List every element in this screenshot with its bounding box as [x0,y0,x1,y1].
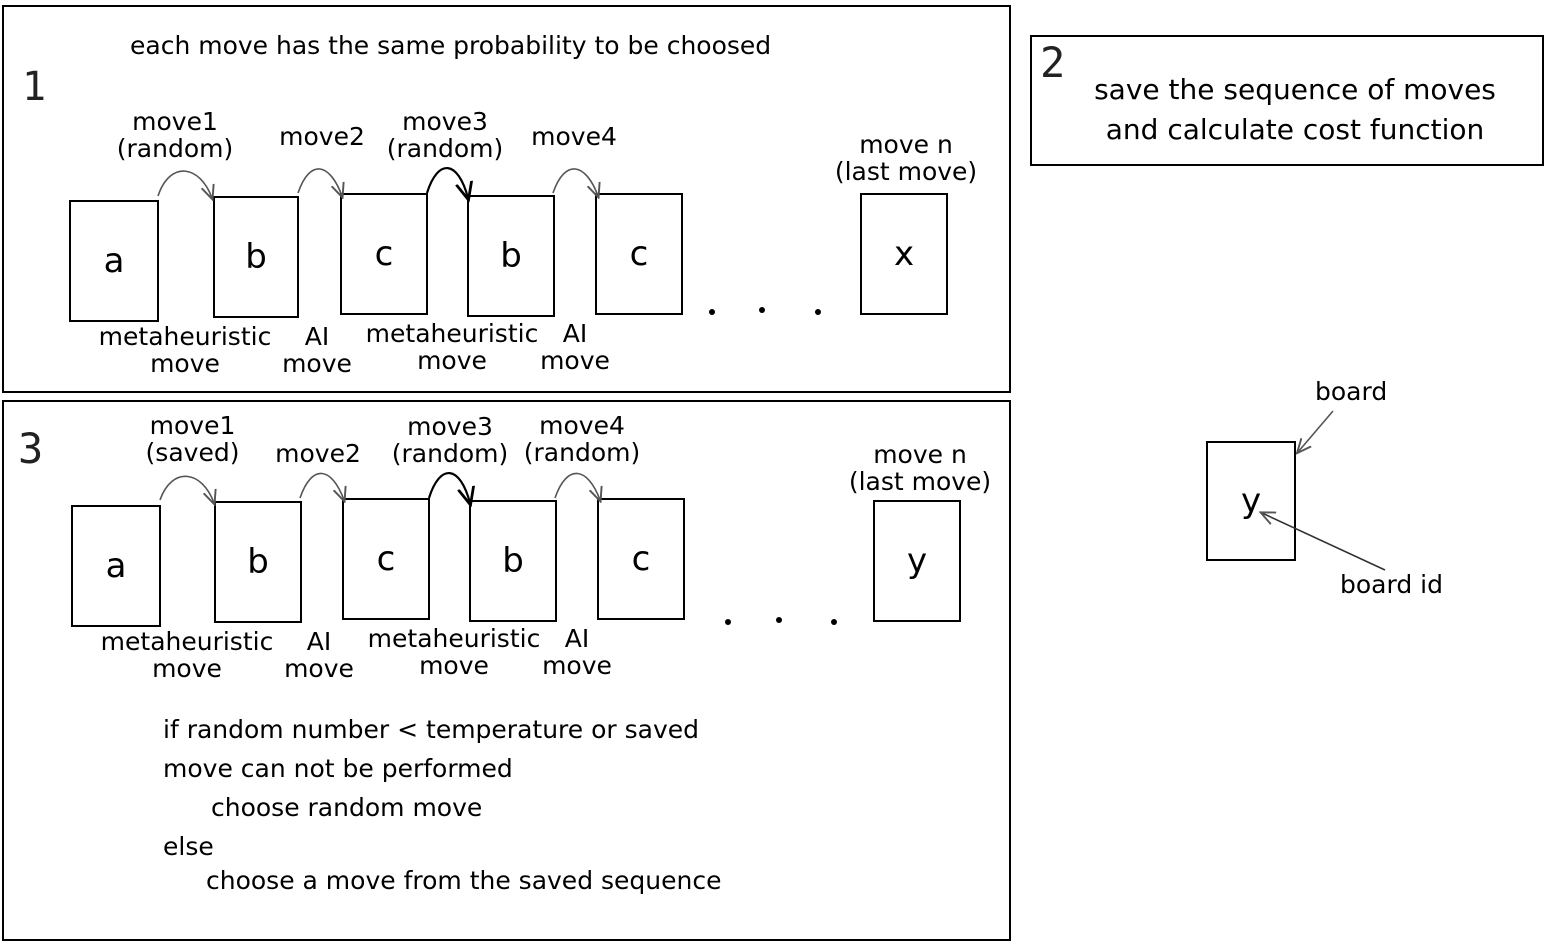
move-type-line1: AI [564,624,590,653]
move-label: move2 [258,440,378,467]
move-label: move3 (random) [375,108,515,162]
ellipsis-dot [759,307,765,313]
move-type-line1: AI [304,322,330,351]
pseudocode-line: move can not be performed [163,754,513,783]
move-type-label: metaheuristic move [92,628,282,682]
move-label-line1: move1 [149,411,236,440]
move-label-line1: move3 [407,412,493,441]
move-arrow [159,475,214,503]
legend-board-id-label: board id [1340,570,1443,599]
move-type-label: metaheuristic move [359,625,549,679]
board: b [214,501,302,623]
move-type-label: metaheuristic move [90,323,280,377]
move-type-label: AI move [279,628,359,682]
legend-board: y [1206,441,1296,561]
move-label-line1: move2 [275,439,361,468]
move-label-line2: (last move) [834,157,978,186]
panel-1-header: each move has the same probability to be… [130,31,772,60]
panel-2-line1: save the sequence of moves [1094,73,1496,106]
move-type-line2: move [419,651,489,680]
panel-3 [2,400,1011,941]
move-type-line1: metaheuristic [365,319,539,348]
board: x [860,193,948,315]
board: c [340,193,428,315]
move-type-label: AI move [535,320,615,374]
move-type-line1: AI [306,627,332,656]
move-type-label: AI move [277,323,357,377]
move-type-line2: move [150,349,220,378]
move-label: move n (last move) [826,131,986,185]
board: c [342,498,430,620]
pseudocode-line: choose random move [211,793,483,822]
move-type-line1: AI [562,319,588,348]
panel-2-number: 2 [1040,38,1066,87]
move-type-line2: move [284,654,354,683]
move-label: move n (last move) [840,441,1000,495]
panel-1-number: 1 [22,64,47,110]
move-type-line2: move [540,346,610,375]
board: c [595,193,683,315]
move-type-line1: metaheuristic [100,627,274,656]
board: b [213,196,299,318]
move-label-line2: (random) [116,134,234,163]
panel-2 [1030,35,1544,166]
move-arrow [552,168,598,196]
move-label-line2: (random) [386,134,504,163]
move-type-line2: move [282,349,352,378]
move-type-line2: move [542,651,612,680]
legend-board-id: y [1240,481,1262,521]
move-type-line1: metaheuristic [98,322,272,351]
move-label-line2: (saved) [145,438,240,467]
move-arrow [425,167,468,198]
legend-board-label: board [1315,377,1388,406]
board: y [873,500,961,622]
ellipsis-dot [709,309,715,315]
move-arrow [427,472,470,503]
board: a [69,200,159,322]
board: c [597,498,685,620]
board-pointer-arrow [1298,410,1334,452]
move-label-line1: move3 [402,107,488,136]
move-label: move4 [514,123,634,150]
ellipsis-dot [831,619,837,625]
move-label: move2 [262,123,382,150]
move-type-line2: move [152,654,222,683]
panel-2-line2: and calculate cost function [1105,113,1485,146]
move-label: move1 (random) [100,108,250,162]
move-label: move3 (random) [380,413,520,467]
ellipsis-dot [776,617,782,623]
board-id-pointer-arrow [1262,513,1386,571]
board: b [467,195,555,317]
move-label-line2: (last move) [848,467,992,496]
move-label-line2: (random) [391,439,509,468]
move-type-label: AI move [537,625,617,679]
move-label-line1: move1 [132,107,218,136]
move-label-line1: move n [873,440,967,469]
board: b [469,500,557,622]
ellipsis-dot [725,619,731,625]
move-label-line1: move2 [279,122,365,151]
board: a [71,505,161,627]
move-arrow [157,170,212,198]
move-label-line1: move4 [531,122,617,151]
panel-3-number: 3 [18,424,44,473]
panel-2-text: save the sequence of moves and calculate… [1060,70,1530,150]
move-type-line1: metaheuristic [367,624,541,653]
move-arrow [299,472,344,500]
move-arrow [554,472,600,500]
pseudocode-line: choose a move from the saved sequence [206,866,722,895]
pseudocode-line: if random number < temperature or saved [163,715,700,744]
move-label-line1: move4 [539,411,625,440]
ellipsis-dot [815,309,821,315]
move-arrow [297,168,342,196]
move-type-line2: move [417,346,487,375]
pseudocode-line: else [163,832,214,861]
move-label: move1 (saved) [120,412,265,466]
move-label: move4 (random) [512,412,652,466]
move-label-line2: (random) [523,438,641,467]
move-label-line1: move n [859,130,953,159]
move-type-label: metaheuristic move [357,320,547,374]
